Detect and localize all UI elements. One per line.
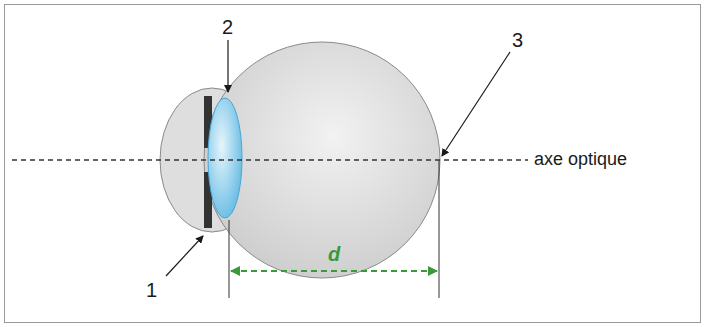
- lens: [208, 98, 242, 218]
- leader-line: [227, 40, 228, 92]
- leader-line: [442, 52, 510, 156]
- callout-number: 1: [146, 280, 157, 300]
- leader-line: [166, 236, 203, 276]
- callout-number: 2: [222, 17, 233, 37]
- axis-label: axe optique: [534, 150, 627, 168]
- dimension-line: [231, 270, 437, 272]
- callout-number: 3: [512, 30, 523, 50]
- extension-line: [439, 160, 440, 298]
- optical-axis: [12, 159, 528, 160]
- dimension-label: d: [328, 244, 340, 264]
- frame: [5, 5, 701, 323]
- extension-line: [229, 220, 230, 298]
